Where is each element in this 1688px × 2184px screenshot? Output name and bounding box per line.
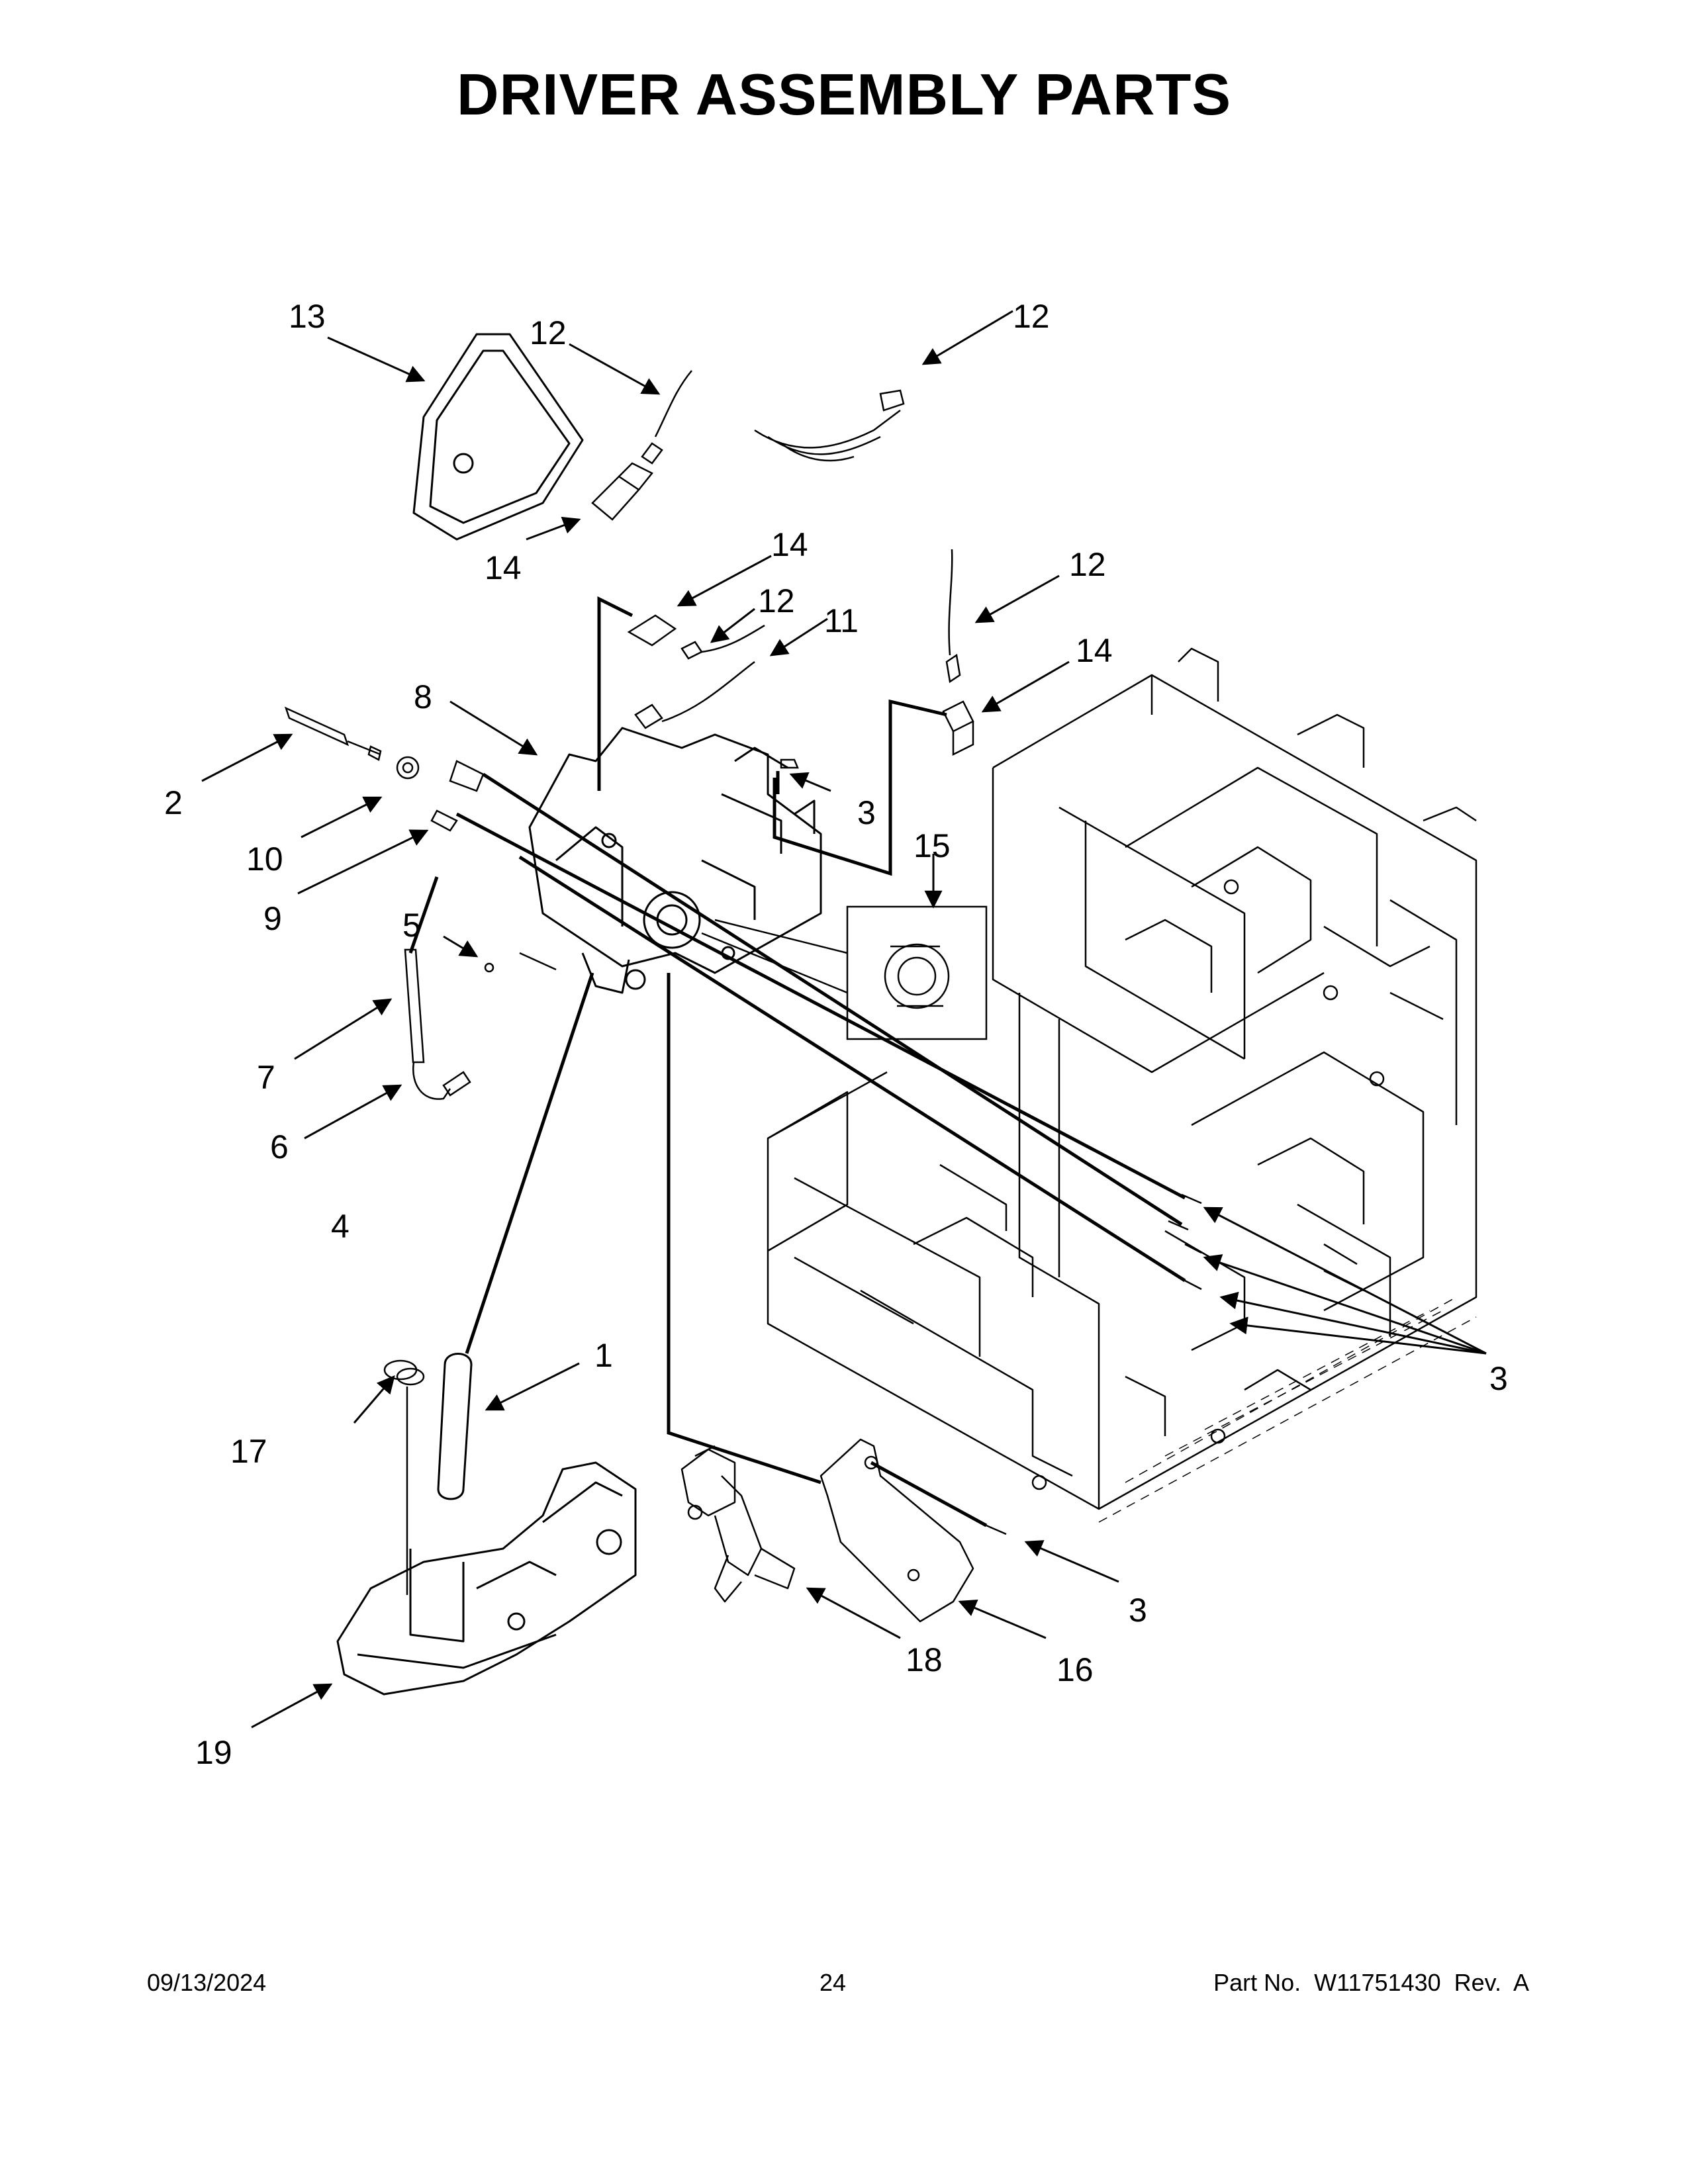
part-15-inset — [701, 905, 988, 1040]
callout-10: 10 — [246, 841, 283, 878]
part-5-pin — [484, 962, 494, 973]
callout-2: 2 — [164, 784, 183, 821]
part-6-elbow — [412, 1062, 471, 1100]
part-10-bushing — [396, 756, 420, 780]
leader-lines — [408, 596, 1186, 1527]
callout-19: 19 — [195, 1734, 232, 1771]
callout-12: 12 — [1013, 298, 1050, 335]
callout-3: 3 — [1129, 1592, 1147, 1629]
part-9-clip — [430, 760, 485, 832]
callout-14: 14 — [771, 526, 808, 563]
part-14-switch-middle — [627, 614, 765, 729]
page-title: DRIVER ASSEMBLY PARTS — [456, 62, 1232, 127]
callout-7: 7 — [257, 1059, 275, 1096]
callout-18: 18 — [906, 1641, 943, 1678]
cabinet-frame — [767, 647, 1477, 1510]
callout-1: 1 — [594, 1337, 613, 1374]
part-17-clamp — [383, 1359, 425, 1595]
callout-16: 16 — [1056, 1651, 1094, 1688]
callout-arrows — [201, 310, 1487, 1729]
part-14-switch-top — [591, 370, 692, 521]
part-19-base-assembly — [336, 1461, 637, 1696]
part-14-switch-right — [942, 549, 974, 756]
callout-17: 17 — [230, 1433, 267, 1470]
part-16-bracket — [820, 1438, 974, 1623]
callout-14: 14 — [1076, 632, 1113, 669]
footer-page-number: 24 — [820, 1969, 847, 1996]
part-3-screws — [780, 758, 1202, 1535]
footer-part-number: Part No. W11751430 Rev. A — [1213, 1969, 1529, 1996]
part-8-driver-assembly — [528, 727, 822, 994]
part-12-wire-harness — [754, 389, 905, 462]
callout-labels: 13 12 12 14 14 12 11 12 14 8 2 3 15 10 9… — [164, 298, 1508, 1771]
callout-8: 8 — [414, 678, 432, 715]
callout-15: 15 — [914, 827, 951, 864]
part-13-cover — [412, 333, 584, 541]
callout-6: 6 — [270, 1128, 289, 1165]
callout-9: 9 — [263, 900, 282, 937]
footer-date: 09/13/2024 — [147, 1969, 267, 1996]
callout-14: 14 — [485, 549, 522, 586]
callout-12: 12 — [1069, 546, 1106, 583]
callout-3: 3 — [1489, 1360, 1508, 1397]
callout-4: 4 — [331, 1208, 350, 1245]
callout-5: 5 — [402, 907, 421, 944]
part-1-hose — [437, 1353, 473, 1500]
callout-3: 3 — [857, 794, 876, 831]
callout-11: 11 — [824, 602, 859, 639]
callout-12: 12 — [758, 582, 795, 619]
part-4-pin — [519, 952, 557, 971]
part-7-tube — [404, 948, 425, 1064]
callout-13: 13 — [289, 298, 326, 335]
callout-12: 12 — [530, 314, 567, 351]
part-2-rod — [284, 706, 382, 761]
part-18-valve — [680, 1445, 796, 1603]
